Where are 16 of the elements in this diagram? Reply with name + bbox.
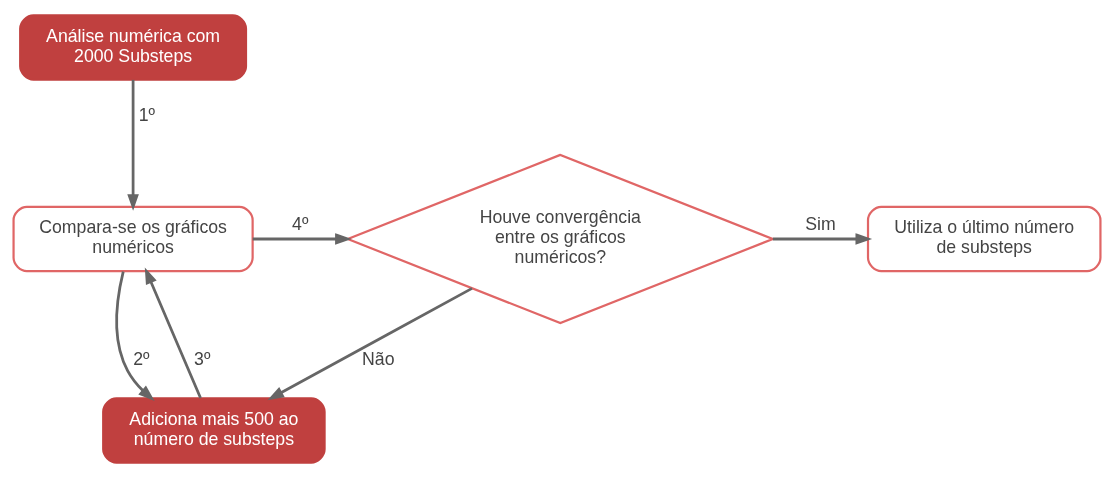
edge-label: Sim xyxy=(805,213,836,234)
node-box: Compara-se os gráficos numéricos xyxy=(12,205,254,272)
node-box: Análise numérica com 2000 Substeps xyxy=(19,13,248,81)
edge-label: 2º xyxy=(133,348,150,369)
arrow xyxy=(267,286,473,400)
arrow xyxy=(252,232,352,245)
edge-label: 1º xyxy=(138,104,156,125)
arrow xyxy=(115,270,155,401)
arrow xyxy=(127,79,139,211)
edge-label: Não xyxy=(362,348,395,369)
arrow xyxy=(144,267,202,399)
node-box: Adiciona mais 500 ao número de substeps xyxy=(102,396,326,464)
edge-label: 4º xyxy=(292,213,309,234)
arrow xyxy=(772,232,873,245)
node-box: Utiliza o último número de substeps xyxy=(866,205,1102,272)
edge-label: 3º xyxy=(194,348,211,369)
